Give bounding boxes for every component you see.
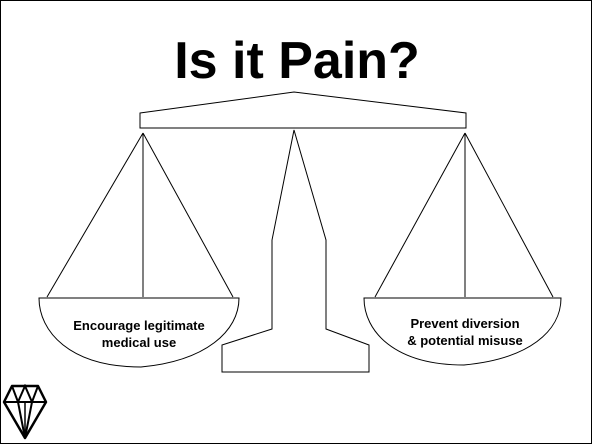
slide-title: Is it Pain? (174, 32, 420, 90)
right-pan-label-line2: & potential misuse (407, 333, 523, 348)
left-string-inner (142, 132, 234, 298)
scale-post (221, 129, 370, 373)
right-pan-label-line1: Prevent diversion (410, 316, 520, 331)
right-pan (363, 297, 562, 366)
diamond-icon (2, 384, 48, 440)
left-pan-label-line2: medical use (101, 335, 177, 350)
scale-beam (139, 91, 467, 129)
right-pan-label: Prevent diversion & potential misuse (377, 315, 553, 349)
left-pan-label: Encourage legitimate medical use (47, 317, 231, 351)
left-pan (38, 297, 240, 368)
left-pan-label-line1: Encourage legitimate (73, 318, 205, 333)
right-string-outer (464, 132, 554, 298)
right-string-inner (374, 132, 466, 298)
left-string-outer (46, 132, 144, 298)
